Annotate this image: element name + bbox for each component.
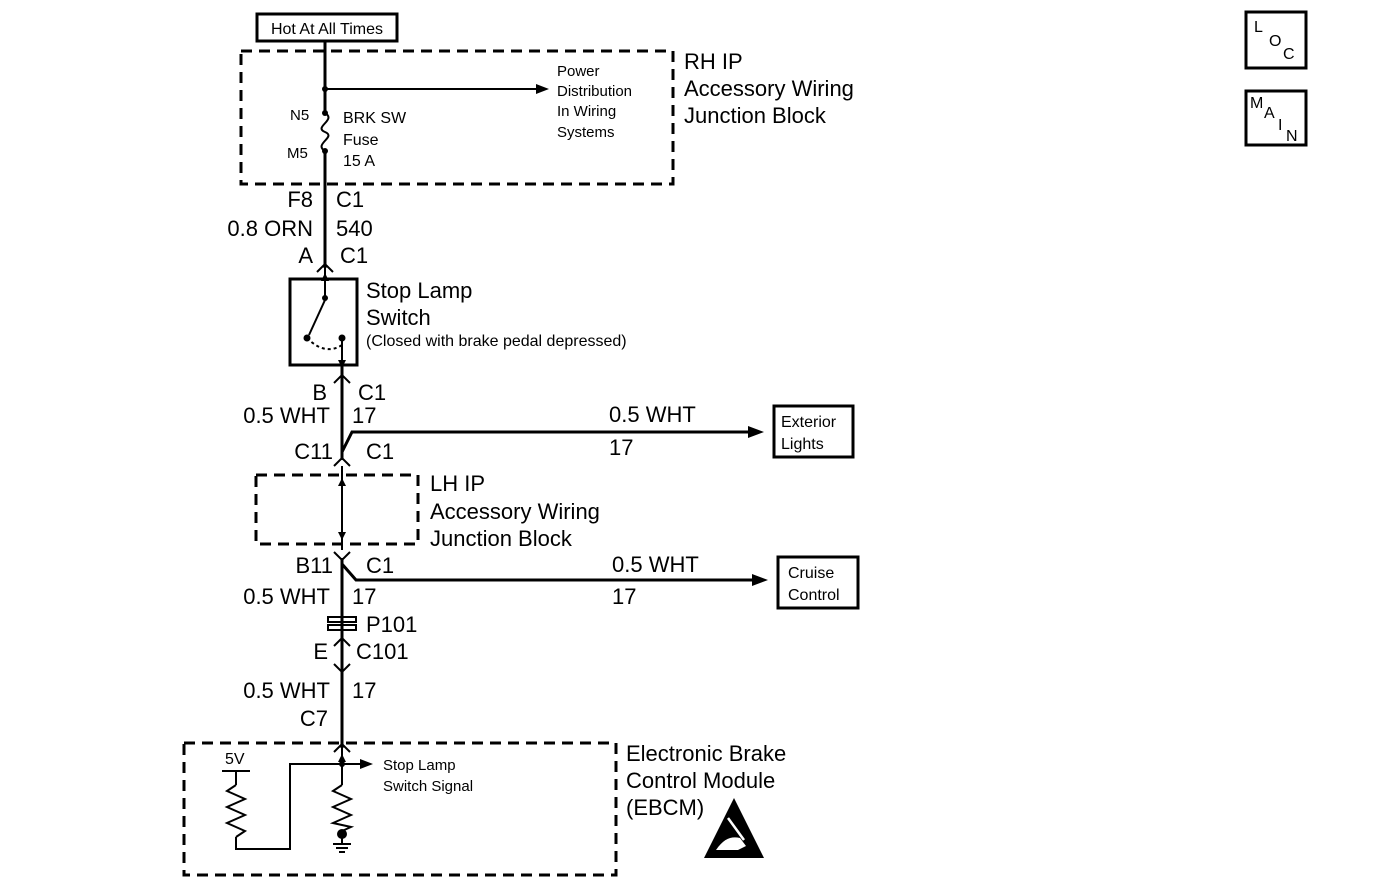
svg-text:Exterior: Exterior	[781, 414, 837, 431]
svg-text:0.5 WHT: 0.5 WHT	[243, 584, 330, 609]
svg-text:17: 17	[612, 584, 636, 609]
wire-segment-2-labels: B C1 0.5 WHT 17 C11 C1	[243, 380, 394, 464]
svg-text:M: M	[1250, 95, 1263, 112]
exterior-lights-branch: 0.5 WHT 17	[340, 402, 764, 460]
svg-text:5V: 5V	[225, 751, 245, 768]
ebcm-module: Electronic Brake Control Module (EBCM) 5…	[182, 741, 786, 877]
svg-text:A: A	[298, 243, 313, 268]
svg-text:Systems: Systems	[557, 124, 615, 141]
svg-text:Control: Control	[788, 587, 840, 604]
connector-icon	[333, 373, 351, 384]
svg-text:LH IP: LH IP	[430, 471, 485, 496]
svg-text:N5: N5	[290, 107, 309, 124]
svg-text:Junction Block: Junction Block	[430, 526, 573, 551]
svg-text:C1: C1	[358, 380, 386, 405]
main-button[interactable]: M A I N	[1244, 89, 1308, 147]
svg-text:I: I	[1278, 117, 1282, 134]
power-source-text: Hot At All Times	[271, 21, 383, 38]
svg-text:Lights: Lights	[781, 436, 824, 453]
svg-text:0.5 WHT: 0.5 WHT	[243, 678, 330, 703]
svg-text:Control Module: Control Module	[626, 768, 775, 793]
svg-text:Electronic Brake: Electronic Brake	[626, 741, 786, 766]
power-source-label: Hot At All Times	[255, 12, 399, 43]
arrow-right-icon	[752, 574, 768, 586]
svg-text:Distribution: Distribution	[557, 83, 632, 100]
wire-segment-4-labels: 0.5 WHT 17 C7	[243, 678, 376, 731]
svg-text:17: 17	[352, 403, 376, 428]
svg-text:(Closed with brake pedal depre: (Closed with brake pedal depressed)	[366, 333, 627, 350]
svg-text:Stop Lamp: Stop Lamp	[366, 278, 472, 303]
svg-text:540: 540	[336, 216, 373, 241]
connector-c101-labels: E C101	[313, 639, 408, 664]
resistor-icon	[329, 784, 355, 832]
loc-button[interactable]: L O C	[1244, 10, 1308, 70]
svg-text:Accessory Wiring: Accessory Wiring	[684, 76, 854, 101]
wire-segment-3-labels: B11 C1 0.5 WHT 17	[243, 553, 394, 609]
svg-text:(EBCM): (EBCM)	[626, 795, 704, 820]
svg-text:0.5 WHT: 0.5 WHT	[612, 552, 699, 577]
lh-junction-block: LH IP Accessory Wiring Junction Block	[254, 466, 600, 551]
svg-text:15 A: 15 A	[343, 153, 375, 170]
arrow-right-icon	[536, 84, 549, 94]
svg-text:N: N	[1286, 128, 1298, 145]
svg-text:C: C	[1283, 46, 1295, 63]
svg-text:Junction Block: Junction Block	[684, 103, 827, 128]
svg-text:O: O	[1269, 33, 1281, 50]
wire-segment-1-labels: F8 C1 0.8 ORN 540 A C1	[227, 187, 372, 268]
svg-text:BRK SW: BRK SW	[343, 110, 407, 127]
resistor-icon	[224, 784, 248, 838]
cruise-control-box: Cruise Control	[776, 555, 860, 610]
svg-text:RH IP: RH IP	[684, 49, 743, 74]
connector-icon	[333, 636, 351, 647]
svg-text:C1: C1	[336, 187, 364, 212]
svg-text:M5: M5	[287, 145, 308, 162]
svg-text:C11: C11	[294, 439, 333, 464]
ground-icon	[333, 838, 351, 853]
svg-text:C7: C7	[300, 706, 328, 731]
svg-text:B: B	[312, 380, 327, 405]
esd-warning-icon	[704, 798, 764, 858]
svg-text:C1: C1	[366, 553, 394, 578]
svg-text:17: 17	[609, 435, 633, 460]
svg-text:17: 17	[352, 584, 376, 609]
splice-p101: P101	[327, 612, 417, 637]
svg-text:Switch Signal: Switch Signal	[383, 778, 473, 795]
cruise-control-branch: 0.5 WHT 17	[340, 552, 768, 609]
svg-text:C101: C101	[356, 639, 409, 664]
svg-text:C1: C1	[366, 439, 394, 464]
rh-junction-block: RH IP Accessory Wiring Junction Block Po…	[239, 49, 854, 186]
stop-lamp-switch: Stop Lamp Switch (Closed with brake peda…	[288, 264, 627, 370]
svg-text:F8: F8	[287, 187, 313, 212]
svg-text:0.5 WHT: 0.5 WHT	[243, 403, 330, 428]
exterior-lights-box: Exterior Lights	[772, 404, 855, 459]
svg-text:Accessory Wiring: Accessory Wiring	[430, 499, 600, 524]
svg-text:E: E	[313, 639, 328, 664]
svg-text:Fuse: Fuse	[343, 132, 379, 149]
connector-icon	[333, 456, 351, 467]
arrow-right-icon	[360, 759, 373, 769]
svg-text:Switch: Switch	[366, 305, 431, 330]
svg-text:0.5 WHT: 0.5 WHT	[609, 402, 696, 427]
svg-text:L: L	[1254, 19, 1263, 36]
svg-text:Stop Lamp: Stop Lamp	[383, 757, 456, 774]
connector-icon	[333, 663, 351, 674]
svg-text:P101: P101	[366, 612, 417, 637]
svg-text:Cruise: Cruise	[788, 565, 834, 582]
svg-text:17: 17	[352, 678, 376, 703]
connector-icon	[333, 742, 351, 753]
svg-text:A: A	[1264, 105, 1275, 122]
svg-text:In Wiring: In Wiring	[557, 103, 616, 120]
svg-text:0.8 ORN: 0.8 ORN	[227, 216, 313, 241]
fuse-icon	[320, 112, 330, 152]
arrow-right-icon	[748, 426, 764, 438]
svg-text:Power: Power	[557, 63, 600, 80]
svg-text:C1: C1	[340, 243, 368, 268]
svg-text:B11: B11	[295, 553, 333, 578]
